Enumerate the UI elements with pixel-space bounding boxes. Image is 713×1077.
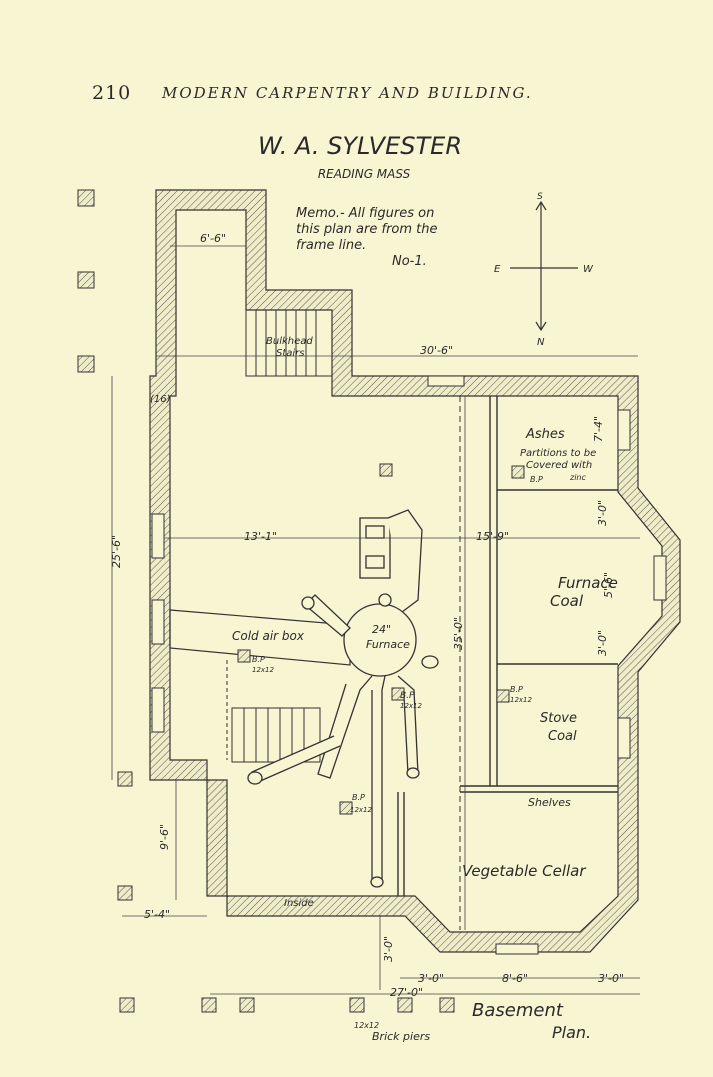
sixteen-label: (16) xyxy=(150,394,171,405)
ashes-label: Ashes xyxy=(525,427,565,442)
architect-location: READING MASS xyxy=(318,167,411,181)
compass-south: S xyxy=(537,192,543,202)
furnace-size-label: 24" xyxy=(372,623,391,636)
dim-bay-1: 7'-4" xyxy=(592,416,605,442)
dim-left-width: 13'-1" xyxy=(244,530,277,543)
stairs-label: Stairs xyxy=(276,348,305,359)
partitions-label-1: Partitions to be xyxy=(520,448,596,459)
stove-coal-label-1: Stove xyxy=(540,711,577,726)
dim-bay-2: 3'-0" xyxy=(596,500,609,526)
dim-depth-35: 35'-0" xyxy=(452,617,465,650)
compass-east: E xyxy=(494,264,501,275)
bulkhead-stairs xyxy=(245,309,333,377)
bp-size-cellar: 12x12 xyxy=(350,806,373,814)
memo-line-4: No-1. xyxy=(392,254,427,269)
bp-label-ashes: B.P xyxy=(530,475,543,484)
dim-bottom-total: 27'-0" xyxy=(390,986,423,999)
brick-piers-size: 12x12 xyxy=(354,1021,379,1030)
book-title: MODERN CARPENTRY AND BUILDING. xyxy=(162,84,533,102)
plan-title-1: Basement xyxy=(472,1000,564,1021)
dim-overall-width: 30'-6" xyxy=(420,344,453,357)
page-header: 210 MODERN CARPENTRY AND BUILDING. xyxy=(0,82,713,112)
brick-piers xyxy=(77,189,525,1013)
bp-label-stove: B.P xyxy=(510,685,523,694)
bp-size-furnace: 12x12 xyxy=(400,702,423,710)
cold-air-box xyxy=(169,609,351,666)
compass-north: N xyxy=(537,337,545,348)
bp-label-cellar: B.P xyxy=(352,793,365,802)
dim-bulkhead-width: 6'-6" xyxy=(200,232,226,245)
windows xyxy=(151,375,667,955)
bp-size-stove: 12x12 xyxy=(510,696,533,704)
dim-bottom-3b: 3'-0" xyxy=(418,972,444,985)
inside-label: Inside xyxy=(284,898,314,909)
dim-bottom-3c: 3'-0" xyxy=(598,972,624,985)
dimension-lines xyxy=(111,245,640,995)
memo-line-1: Memo.- All figures on xyxy=(296,206,434,221)
cold-air-box-label: Cold air box xyxy=(232,629,305,643)
dim-bottom-3a: 3'-0" xyxy=(382,936,395,962)
furnace-label: Furnace xyxy=(366,638,410,651)
bp-label-cold-air: B.P xyxy=(252,655,265,664)
architect-name: W. A. SYLVESTER xyxy=(258,132,462,160)
page-number: 210 xyxy=(92,82,132,104)
dim-bottom-8: 8'-6" xyxy=(502,972,528,985)
partitions-label-2: Covered with xyxy=(526,460,592,471)
furnace-coal-label-1: Furnace xyxy=(558,574,618,592)
shelves-label: Shelves xyxy=(528,796,571,809)
compass-west: W xyxy=(583,264,594,275)
dim-bay-4: 3'-0" xyxy=(596,630,609,656)
bulkhead-label: Bulkhead xyxy=(266,336,313,347)
dim-bay-3: 5'-6" xyxy=(602,572,615,598)
memo-line-2: this plan are from the xyxy=(296,222,438,237)
memo-line-3: frame line. xyxy=(296,238,366,253)
brick-piers-label: Brick piers xyxy=(372,1030,430,1043)
zinc-label: zinc xyxy=(569,473,586,482)
partitions xyxy=(226,396,618,930)
dim-rear-9: 9'-6" xyxy=(158,824,171,850)
furnace-coal-label-2: Coal xyxy=(550,592,584,610)
bp-size-cold-air: 12x12 xyxy=(252,666,275,674)
plan-title-2: Plan. xyxy=(552,1023,591,1042)
dim-right-width: 15'-9" xyxy=(476,530,509,543)
compass-icon xyxy=(510,200,578,332)
vegetable-cellar-label: Vegetable Cellar xyxy=(462,862,586,880)
dim-rear-5: 5'-4" xyxy=(144,908,170,921)
furnace xyxy=(247,509,439,888)
dim-left-depth: 25'-6" xyxy=(110,535,123,568)
stove-coal-label-2: Coal xyxy=(548,729,577,744)
bp-label-furnace: B.P xyxy=(400,691,415,701)
